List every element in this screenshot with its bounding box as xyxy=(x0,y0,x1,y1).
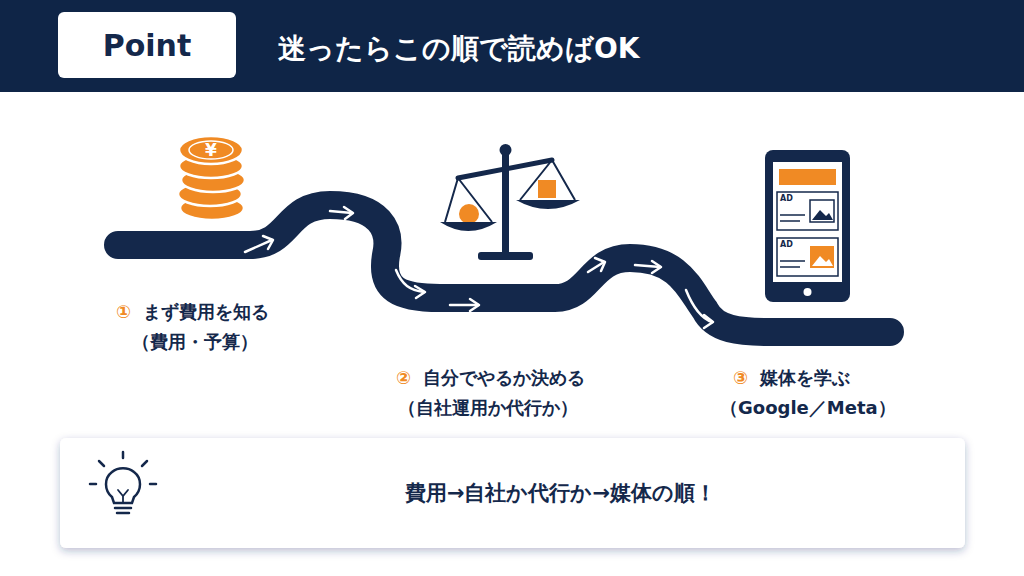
step-note: （自社運用か代行か） xyxy=(398,397,578,419)
page-title: 迷ったらこの順で読めばOK xyxy=(278,30,640,68)
coin-stack xyxy=(178,136,245,220)
step-number: ③ xyxy=(733,367,748,389)
step-title: 自分でやるか決める xyxy=(423,367,585,389)
header-band xyxy=(0,0,1024,92)
ad-tag: AD xyxy=(780,194,793,204)
summary-panel-bg xyxy=(60,438,965,548)
step-note: （Google／Meta） xyxy=(720,397,896,419)
lightbulb-icon xyxy=(90,452,156,513)
balance-scale xyxy=(440,144,580,260)
smartphone xyxy=(765,150,850,302)
summary-box: 費用→自社か代行か→媒体の順！ xyxy=(60,438,965,548)
step-title: まず費用を知る xyxy=(143,301,269,323)
node-text: Point xyxy=(103,28,192,63)
step-title: 媒体を学ぶ xyxy=(760,367,850,389)
step-number: ① xyxy=(116,301,131,323)
point-badge: Point xyxy=(58,12,236,78)
road-arrows xyxy=(245,207,713,328)
step-number: ② xyxy=(396,367,411,389)
node-text: 費用→自社か代行か→媒体の順！ xyxy=(405,479,716,507)
yen-symbol: ¥ xyxy=(205,140,217,160)
step-note: （費用・予算） xyxy=(132,331,258,353)
ad-tag: AD xyxy=(780,240,793,250)
